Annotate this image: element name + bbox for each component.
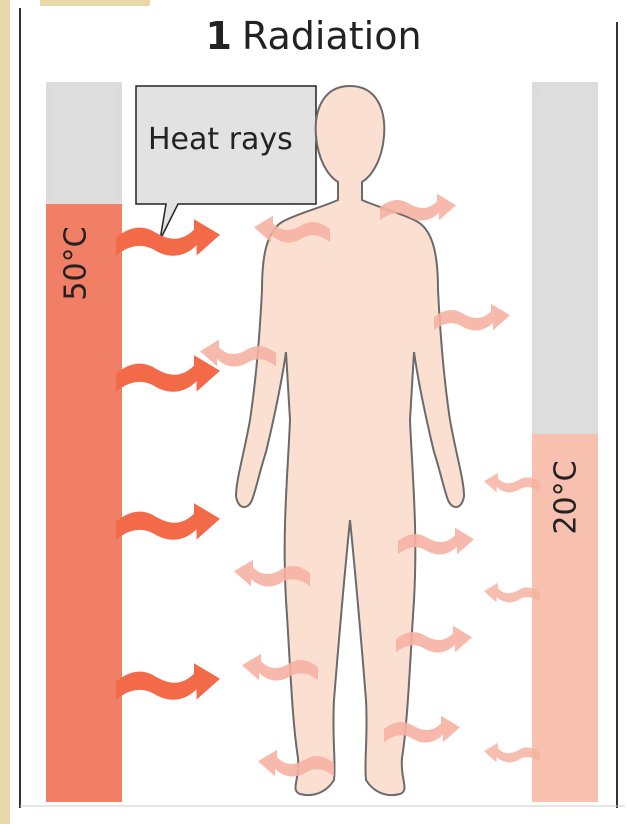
hot-arrows-group (116, 219, 220, 700)
heat-rays-callout-bubble (136, 86, 316, 240)
left-surface-empty (53, 90, 115, 202)
right-temperature-label: 20°C (549, 458, 584, 538)
cool-arrow (484, 473, 540, 493)
cool-arrow (484, 743, 540, 763)
hot-arrow (116, 663, 220, 700)
title-number: 1 (205, 14, 231, 58)
cool-arrow (484, 583, 540, 603)
cool-arrows-group (484, 473, 540, 763)
body-arrow (434, 304, 510, 331)
right-surface-empty (540, 90, 592, 432)
hot-arrow (116, 503, 220, 540)
left-edge-strip (0, 0, 10, 824)
title-text: Radiation (242, 14, 422, 58)
heat-rays-label: Heat rays (148, 122, 293, 157)
hot-arrow (116, 355, 220, 392)
top-corner-decoration (10, 0, 150, 6)
left-temperature-label: 50°C (59, 224, 94, 304)
